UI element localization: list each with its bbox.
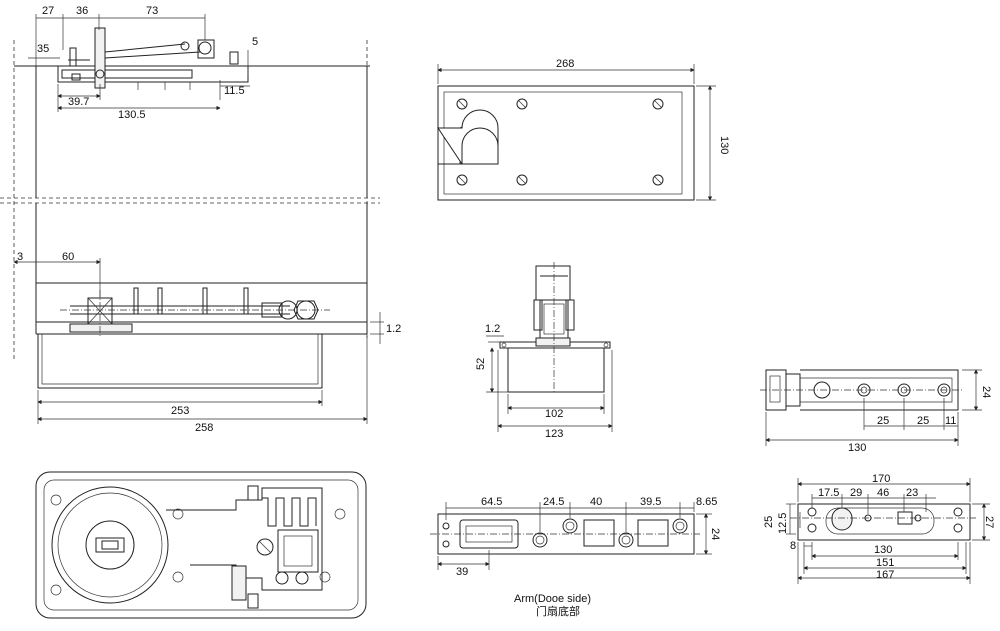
arm-caption-english: Arm(Dooe side) [514,593,591,605]
dim-167: 167 [876,569,894,581]
dim-17-5: 17.5 [818,487,839,499]
dim-25-pivot: 25 [763,516,775,528]
dim-12-5: 12.5 [777,513,789,534]
dim-5: 5 [252,36,258,48]
dim-60: 60 [62,251,74,263]
dim-35: 35 [37,43,49,55]
dim-151: 151 [876,557,894,569]
dim-73: 73 [146,5,158,17]
dim-102: 102 [545,408,563,420]
cover-plate-view: 268 130 [437,58,730,201]
closer-plan-view [35,471,367,619]
dim-27: 27 [42,5,54,17]
dim-39-5: 39.5 [640,496,661,508]
dim-52: 52 [475,358,487,370]
dim-39-7: 39.7 [68,96,89,108]
dim-36: 36 [76,5,88,17]
dim-268: 268 [556,58,574,70]
spindle-end-view: 1.2 52 102 123 [475,262,613,440]
dim-1-2-side: 1.2 [386,323,401,335]
pivot-side-view: 24 25 25 11 130 [760,369,992,454]
dim-25-a: 25 [877,415,889,427]
dim-39: 39 [456,566,468,578]
closer-side-view: 3 60 1.2 253 258 [13,203,401,434]
dim-130-pivot: 130 [848,442,866,454]
dim-3: 3 [17,251,23,263]
dim-130-5: 130.5 [118,109,146,121]
closer-top-view: 27 36 73 35 5 39.7 11.5 130.5 [0,5,380,360]
dim-8: 8 [790,540,796,552]
dim-24-5: 24.5 [543,496,564,508]
dim-8-65: 8.65 [696,496,717,508]
dim-123: 123 [545,428,563,440]
dim-46: 46 [877,487,889,499]
dim-40: 40 [590,496,602,508]
dim-130-top: 130 [874,544,892,556]
dim-23: 23 [906,487,918,499]
dim-170: 170 [872,473,890,485]
dim-130-plate: 130 [718,136,730,154]
top-pivot-view: 170 17.5 29 46 23 25 12.5 27 8 130 151 1… [763,473,995,584]
dim-25-b: 25 [917,415,929,427]
dim-29: 29 [850,487,862,499]
dim-64-5: 64.5 [481,496,502,508]
dim-24-pivot: 24 [980,386,992,398]
dim-1-2-spindle: 1.2 [485,323,500,335]
dim-11-5: 11.5 [224,85,245,97]
dim-27: 27 [983,516,995,528]
dim-258: 258 [195,422,213,434]
dim-11: 11 [945,415,956,427]
dim-253: 253 [171,405,189,417]
arm-door-side-view: 64.5 24.5 40 39.5 8.65 24 39 Arm(Dooe si… [430,496,721,618]
dim-24-arm: 24 [709,528,721,540]
arm-caption-chinese: 门扇底部 [536,604,580,618]
